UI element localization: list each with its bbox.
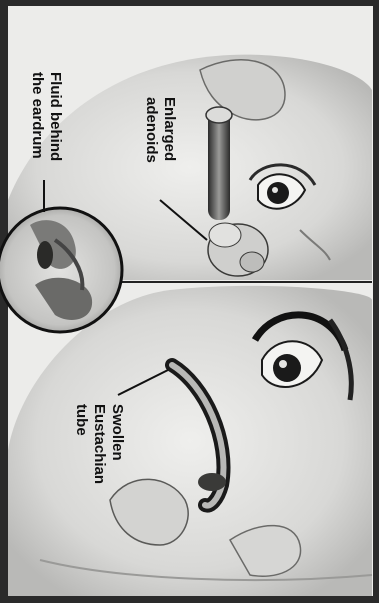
label-fluid-behind-eardrum: Fluid behind the eardrum	[28, 72, 64, 161]
label-fluid-line2: the eardrum	[28, 72, 46, 161]
label-tube-line3: tube	[72, 404, 90, 484]
label-adenoids-line2: adenoids	[142, 97, 160, 163]
label-fluid-line1: Fluid behind	[46, 72, 64, 161]
label-adenoids-line1: Enlarged	[160, 97, 178, 163]
label-enlarged-adenoids: Enlarged adenoids	[142, 97, 178, 163]
label-swollen-eustachian-tube: Swollen Eustachian tube	[72, 404, 126, 484]
adenoids-shape	[208, 223, 268, 276]
label-tube-line2: Eustachian	[90, 404, 108, 484]
eardrum-magnifier	[0, 208, 122, 332]
label-tube-line1: Swollen	[108, 404, 126, 484]
